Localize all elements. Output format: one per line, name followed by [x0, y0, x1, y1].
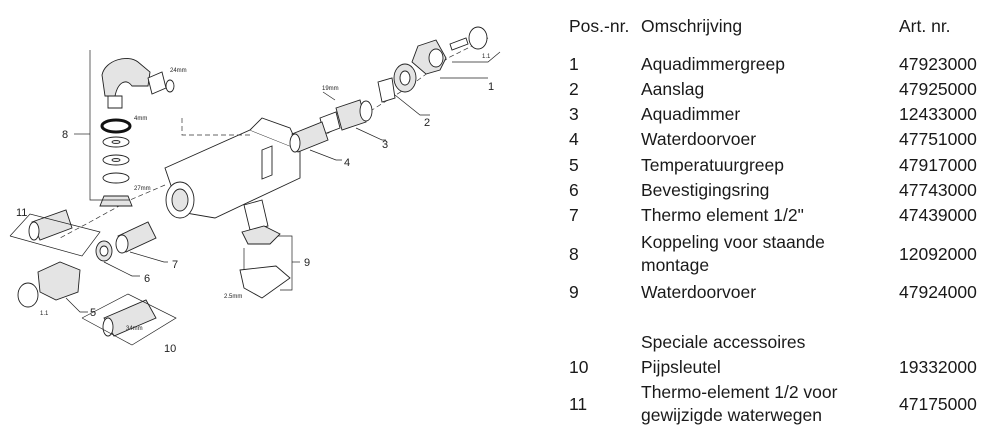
callout-2: 2 [424, 117, 430, 129]
callout-8: 8 [62, 129, 68, 141]
dimension-label: 19mm [322, 86, 339, 92]
dimension-label: 4mm [134, 116, 147, 122]
row-pos: 8 [569, 244, 579, 264]
row-pos: 6 [569, 180, 579, 200]
row-art: 12092000 [899, 244, 977, 264]
row-pos: 11 [569, 394, 588, 414]
dimension-label: 24mm [170, 68, 187, 74]
row-pos: 1 [569, 54, 579, 74]
row-desc: Waterdoorvoer [641, 282, 757, 302]
row-pos: 2 [569, 79, 579, 99]
row-art: 47751000 [899, 129, 977, 149]
dimension-label: 1.1 [482, 54, 491, 60]
header-pos: Pos.-nr. [569, 16, 630, 36]
row-pos: 7 [569, 205, 579, 225]
table-row: 8 Koppeling voor staande montage 1209200… [565, 230, 985, 278]
part-4-water-passage [289, 121, 342, 161]
row-desc-line: montage [641, 255, 710, 275]
dimension-label: 2.5mm [224, 294, 242, 300]
callout-10: 10 [164, 343, 176, 355]
callout-6: 6 [144, 273, 150, 285]
row-desc-line: gewijzigde waterwegen [641, 405, 822, 425]
part-9-water-passage [239, 225, 300, 299]
dimension-label: 34mm [126, 326, 143, 332]
callout-3: 3 [382, 139, 388, 151]
row-art: 47924000 [899, 282, 977, 302]
part-8-coupling [74, 50, 175, 207]
header-desc: Omschrijving [641, 16, 743, 36]
thermostat-body [164, 117, 301, 231]
part-1-handle [411, 26, 501, 79]
callout-1: 1 [488, 81, 494, 93]
dimension-label: 1.1 [40, 311, 49, 317]
row-desc-line: Koppeling voor staande [641, 232, 825, 252]
row-art: 47175000 [899, 394, 977, 414]
row-pos: 10 [569, 357, 589, 377]
row-desc: Aquadimmer [641, 104, 741, 124]
axis-left [59, 184, 166, 239]
row-desc: Aquadimmergreep [641, 54, 785, 74]
row-pos: 9 [569, 282, 579, 302]
callout-7: 7 [172, 259, 178, 271]
row-desc: Thermo element 1/2" [641, 205, 804, 225]
row-pos: 3 [569, 104, 579, 124]
row-art: 47439000 [899, 205, 977, 225]
table-row: 11 Thermo-element 1/2 voor gewijzigde wa… [565, 381, 985, 429]
row-desc: Bevestigingsring [641, 180, 770, 200]
callout-11: 11 [16, 207, 27, 219]
part-7-thermo-element [115, 221, 168, 263]
row-desc: Koppeling voor staande montage [641, 231, 825, 277]
callout-4: 4 [344, 157, 350, 169]
axis-top-left [181, 118, 250, 136]
exploded-parts-diagram: 1 2 3 4 5 6 7 8 9 10 11 24mm 19mm 4mm 27… [9, 26, 501, 355]
row-desc: Aanslag [641, 79, 705, 99]
part-10-pipe-wrench [81, 293, 177, 346]
section-heading: Speciale accessoires [641, 332, 806, 352]
dimension-label: 27mm [134, 186, 151, 192]
row-art: 19332000 [899, 357, 977, 377]
row-art: 47743000 [899, 180, 977, 200]
row-desc-line: Thermo-element 1/2 voor [641, 382, 838, 402]
header-art: Art. nr. [899, 16, 951, 36]
row-art: 47923000 [899, 54, 977, 74]
callout-5: 5 [90, 307, 96, 319]
part-5-temperature-handle [17, 261, 88, 313]
part-2-stop [377, 63, 430, 116]
row-desc: Waterdoorvoer [641, 129, 757, 149]
part-3-cartridge [319, 91, 386, 141]
row-desc: Thermo-element 1/2 voor gewijzigde water… [641, 381, 837, 427]
part-11-thermo-element-alt [9, 209, 101, 257]
row-pos: 4 [569, 129, 579, 149]
part-6-ring [95, 240, 140, 277]
row-desc: Pijpsleutel [641, 357, 721, 377]
row-desc: Temperatuurgreep [641, 155, 784, 175]
row-art: 47925000 [899, 79, 977, 99]
row-pos: 5 [569, 155, 579, 175]
callout-9: 9 [304, 257, 310, 269]
row-art: 12433000 [899, 104, 977, 124]
row-art: 47917000 [899, 155, 977, 175]
